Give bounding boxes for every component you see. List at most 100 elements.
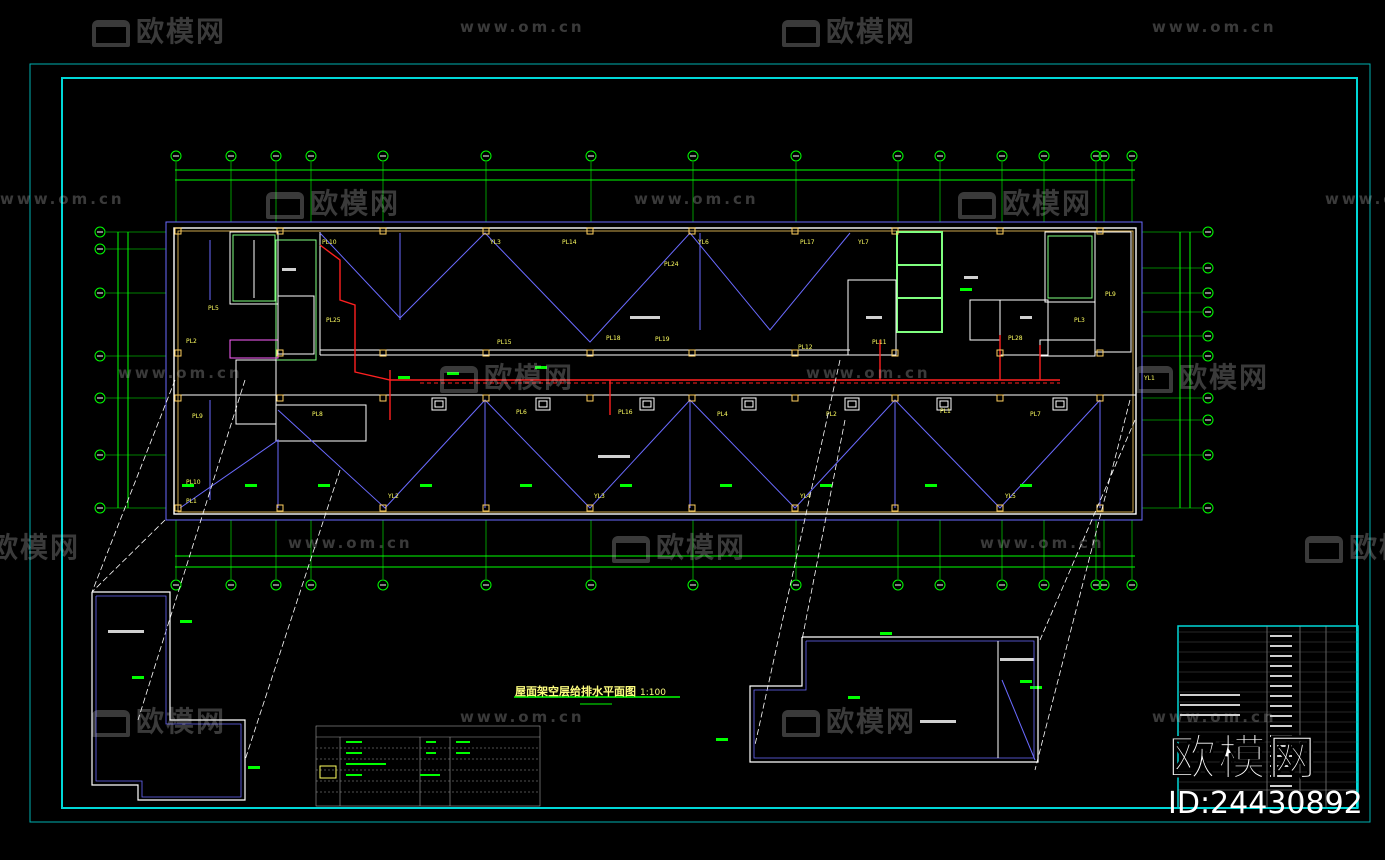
brand-stamp: 欧模网 ID:24430892	[1168, 718, 1363, 822]
pipe-label: PL14	[562, 239, 577, 246]
title-underline	[514, 696, 680, 705]
pipe-label: PL1	[186, 498, 197, 505]
grid-bubble	[94, 392, 106, 404]
grid-bubble	[1202, 287, 1214, 299]
column	[276, 349, 284, 357]
title-block-text	[1270, 725, 1292, 727]
column	[482, 349, 490, 357]
roof-drains	[431, 397, 1068, 411]
watermark-url: www.om.cn	[806, 364, 931, 382]
tag	[1020, 680, 1032, 683]
column	[379, 349, 387, 357]
grid-bubble	[270, 150, 282, 162]
column	[1096, 227, 1104, 235]
pipe-label: PL17	[800, 239, 815, 246]
grid-bubble	[934, 150, 946, 162]
column	[276, 394, 284, 402]
grid-bubble	[1098, 150, 1110, 162]
grid-bubble	[480, 579, 492, 591]
column	[891, 227, 899, 235]
column	[482, 394, 490, 402]
column	[174, 504, 182, 512]
drawing-title-text: 屋面架空层给排水平面图	[515, 685, 636, 698]
title-block-text	[1270, 695, 1292, 697]
legend-symbols	[346, 741, 470, 776]
grid-bubble	[790, 150, 802, 162]
grid-bubble	[892, 150, 904, 162]
pipe-label: YL7	[857, 239, 869, 246]
sofa-logo-icon	[958, 191, 996, 219]
grid-axis-top	[175, 169, 1135, 181]
title-block-text	[1180, 704, 1240, 706]
grid-bubble	[934, 579, 946, 591]
tag	[248, 766, 260, 769]
column	[276, 227, 284, 235]
column-markers	[174, 227, 1104, 512]
column	[174, 227, 182, 235]
column	[688, 504, 696, 512]
column	[586, 394, 594, 402]
title-block-text	[1270, 635, 1292, 637]
watermark-url: www.om.cn	[1152, 708, 1277, 726]
pipe-label: PL24	[664, 261, 679, 268]
stair-core-right	[847, 231, 1132, 357]
column	[379, 227, 387, 235]
grid-bubble	[170, 150, 182, 162]
detail-area-left	[91, 591, 246, 801]
watermark-url: www.om.cn	[634, 190, 759, 208]
tag	[535, 366, 547, 369]
column	[586, 349, 594, 357]
watermark-url: www.om.cn	[118, 364, 243, 382]
column	[1096, 394, 1104, 402]
tag	[720, 484, 732, 487]
watermark-brand: 欧模网	[958, 182, 1092, 222]
pipe-label: PL4	[717, 411, 728, 418]
sofa-logo-icon	[92, 709, 130, 737]
grid-bubble	[94, 287, 106, 299]
column	[379, 504, 387, 512]
tag	[1020, 484, 1032, 487]
title-block-text	[1270, 645, 1292, 647]
grid-bubble	[1126, 150, 1138, 162]
pipe-label: YL1	[1143, 375, 1155, 382]
grid-bubble	[480, 150, 492, 162]
column	[791, 227, 799, 235]
column	[586, 504, 594, 512]
pipe-label: YL5	[1004, 493, 1016, 500]
sofa-logo-icon	[612, 535, 650, 563]
equipment-bars	[108, 268, 1034, 723]
pipe-label: YL6	[697, 239, 709, 246]
pipe-label: PL12	[798, 344, 813, 351]
tag	[398, 376, 410, 379]
grid-bubble	[585, 579, 597, 591]
column	[791, 394, 799, 402]
grid-bubble	[996, 579, 1008, 591]
tag	[925, 484, 937, 487]
column	[688, 394, 696, 402]
grid-bubble	[225, 579, 237, 591]
pipe-label: PL15	[497, 339, 512, 346]
grid-bubbles-left	[94, 226, 166, 514]
column	[688, 349, 696, 357]
title-block-text	[1270, 745, 1292, 747]
sofa-logo-icon	[782, 19, 820, 47]
grid-bubble	[687, 150, 699, 162]
pipe-label: YL4	[799, 493, 811, 500]
column	[996, 394, 1004, 402]
grid-bubble	[94, 350, 106, 362]
grid-bubble	[687, 579, 699, 591]
green-tags	[132, 288, 1042, 769]
pipe-label: PL16	[618, 409, 633, 416]
column	[996, 504, 1004, 512]
column	[1096, 349, 1104, 357]
column	[688, 227, 696, 235]
pipe-label: PL2	[186, 338, 197, 345]
building-outline	[165, 221, 1143, 521]
tag	[820, 484, 832, 487]
grid-bubble	[225, 150, 237, 162]
tag	[318, 484, 330, 487]
tag	[1030, 686, 1042, 689]
grid-bubble	[94, 449, 106, 461]
title-block-text	[1270, 715, 1292, 717]
